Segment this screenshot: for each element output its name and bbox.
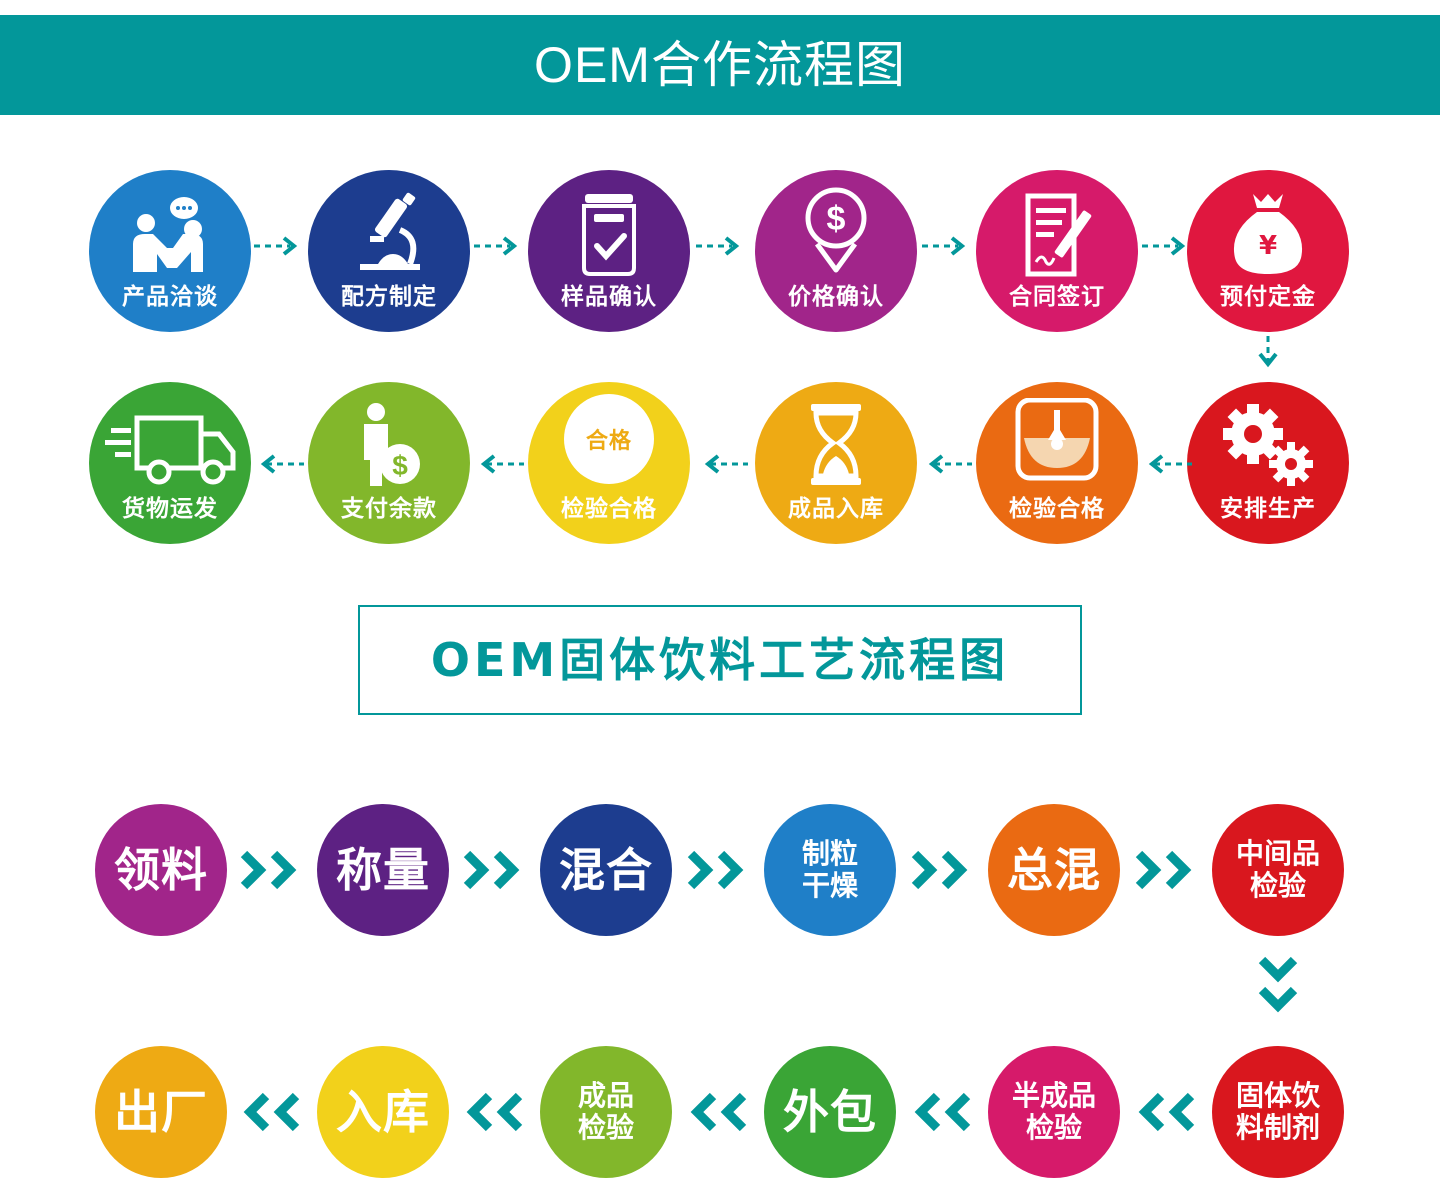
- coop-step-1: 产品洽谈: [89, 170, 251, 332]
- double-chevron-left: [690, 1092, 747, 1132]
- double-chevron-left: [466, 1092, 523, 1132]
- process-step-label: 出厂: [114, 1084, 208, 1139]
- process-step-label: 领料: [114, 842, 208, 897]
- coop-step-label: 货物运发: [122, 496, 218, 522]
- dashed-arrow-down: [1258, 336, 1278, 368]
- process-step-1: 领料: [95, 804, 227, 936]
- gears-icon: [1223, 404, 1313, 486]
- process-step-8: 半成品 检验: [988, 1046, 1120, 1178]
- sample-jar-check-icon: [582, 194, 636, 276]
- process-step-10: 成品 检验: [540, 1046, 672, 1178]
- process-step-9: 外包: [764, 1046, 896, 1178]
- pass-stamp-icon: 合格: [564, 394, 654, 484]
- process-step-label: 称量: [336, 842, 430, 897]
- money-bag-yuan-icon: ¥: [1233, 194, 1303, 274]
- dashed-arrow-right: [696, 236, 740, 256]
- coop-step-label: 安排生产: [1220, 496, 1316, 522]
- double-chevron-left: [1138, 1092, 1195, 1132]
- coop-step-label: 产品洽谈: [122, 284, 218, 310]
- svg-text:¥: ¥: [1259, 231, 1277, 261]
- dashed-arrow-left: [480, 454, 524, 474]
- delivery-truck-icon: [105, 415, 236, 485]
- process-step-label: 混合: [559, 842, 653, 897]
- process-step-5: 总混: [988, 804, 1120, 936]
- coop-step-label: 支付余款: [341, 496, 437, 522]
- handshake-chat-icon: [133, 197, 203, 272]
- process-step-12: 出厂: [95, 1046, 227, 1178]
- dashed-arrow-right: [474, 236, 518, 256]
- double-chevron-right: [687, 850, 744, 890]
- process-step-label: 成品 检验: [577, 1078, 634, 1144]
- coop-step-4: $ 价格确认: [755, 170, 917, 332]
- contract-sign-icon: [1025, 193, 1092, 277]
- dashed-arrow-right: [922, 236, 966, 256]
- process-step-label: 中间品 检验: [1235, 836, 1320, 902]
- process-step-label: 半成品 检验: [1011, 1078, 1096, 1144]
- dollar-pin-icon: $: [805, 187, 867, 273]
- person-dollar-icon: $: [364, 403, 420, 486]
- coop-step-9: 成品入库: [755, 382, 917, 544]
- dashed-arrow-left: [928, 454, 972, 474]
- coop-step-label: 预付定金: [1220, 284, 1316, 310]
- process-step-label: 外包: [783, 1084, 877, 1139]
- double-chevron-right: [463, 850, 520, 890]
- coop-step-label: 成品入库: [788, 496, 884, 522]
- double-chevron-right: [240, 850, 297, 890]
- process-step-7: 固体饮 料制剂: [1212, 1046, 1344, 1178]
- hourglass-icon: [811, 404, 861, 485]
- coop-step-5: 合同签订: [976, 170, 1138, 332]
- process-step-11: 入库: [317, 1046, 449, 1178]
- coop-step-label: 合同签订: [1009, 284, 1105, 310]
- coop-step-10: 合格 检验合格: [528, 382, 690, 544]
- double-chevron-down: [1258, 956, 1298, 1013]
- process-step-label: 制粒 干燥: [801, 836, 858, 902]
- process-step-3: 混合: [540, 804, 672, 936]
- coop-step-6: ¥ 预付定金: [1187, 170, 1349, 332]
- microscope-icon: [360, 192, 420, 270]
- coop-step-label: 配方制定: [341, 284, 437, 310]
- svg-text:$: $: [392, 450, 408, 481]
- coop-step-label: 检验合格: [561, 496, 657, 522]
- dashed-arrow-left: [704, 454, 748, 474]
- process-step-label: 固体饮 料制剂: [1235, 1078, 1320, 1144]
- coop-step-label: 价格确认: [788, 284, 884, 310]
- svg-text:$: $: [827, 200, 846, 238]
- coop-step-7: 安排生产: [1187, 382, 1349, 544]
- coop-step-11: $ 支付余款: [308, 382, 470, 544]
- coop-step-3: 样品确认: [528, 170, 690, 332]
- double-chevron-left: [243, 1092, 300, 1132]
- dashed-arrow-right: [1142, 236, 1186, 256]
- coop-step-12: 货物运发: [89, 382, 251, 544]
- pass-badge-text: 合格: [585, 429, 632, 454]
- process-step-2: 称量: [317, 804, 449, 936]
- dashed-arrow-left: [1148, 454, 1192, 474]
- process-title: OEM固体饮料工艺流程图: [358, 605, 1082, 715]
- coop-step-2: 配方制定: [308, 170, 470, 332]
- dashed-arrow-left: [260, 454, 304, 474]
- double-chevron-right: [911, 850, 968, 890]
- flask-inspection-icon: [1015, 398, 1099, 481]
- process-step-4: 制粒 干燥: [764, 804, 896, 936]
- double-chevron-left: [914, 1092, 971, 1132]
- process-step-6: 中间品 检验: [1212, 804, 1344, 936]
- coop-step-label: 样品确认: [561, 284, 657, 310]
- double-chevron-right: [1135, 850, 1192, 890]
- process-step-label: 总混: [1007, 842, 1101, 897]
- coop-step-8: 检验合格: [976, 382, 1138, 544]
- page-banner-title: OEM合作流程图: [0, 15, 1440, 115]
- dashed-arrow-right: [254, 236, 298, 256]
- coop-step-label: 检验合格: [1009, 496, 1105, 522]
- process-step-label: 入库: [336, 1084, 430, 1139]
